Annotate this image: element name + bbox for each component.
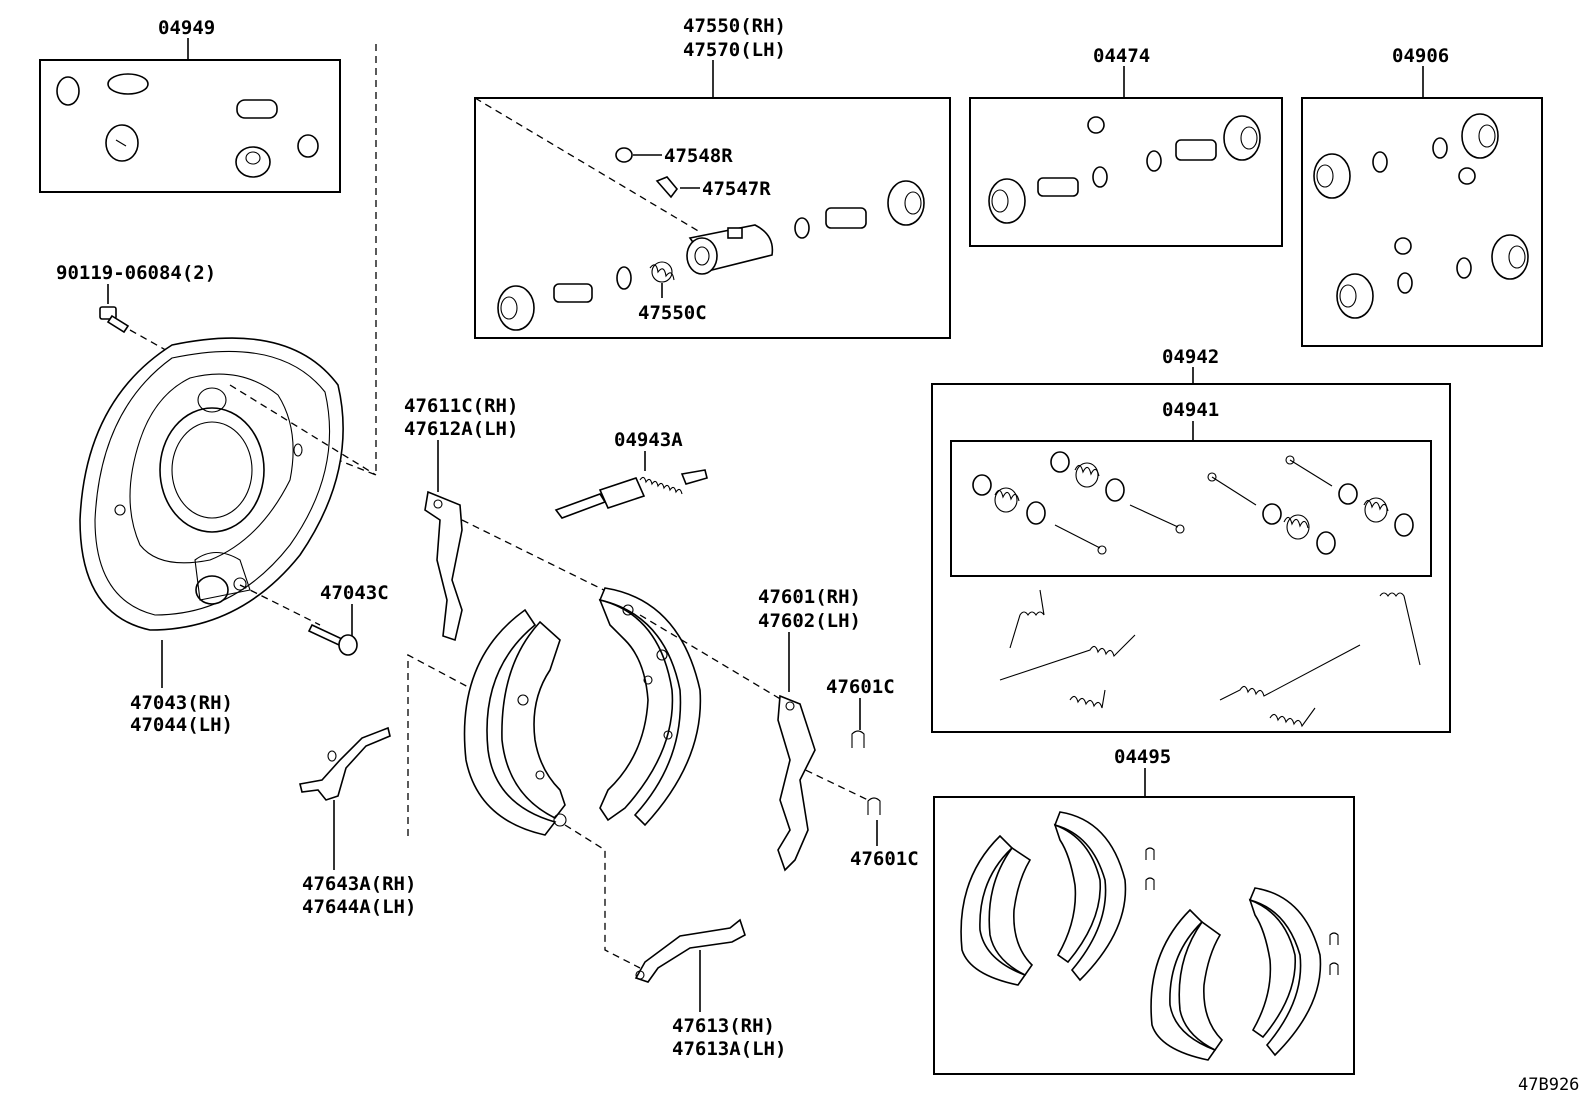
label-04942[interactable]: 04942 [1162, 346, 1219, 368]
label-47601C-top[interactable]: 47601C [826, 676, 895, 698]
label-47612A[interactable]: 47612A(LH) [404, 418, 518, 440]
label-47043C[interactable]: 47043C [320, 582, 389, 604]
group-lever-47613: 47613(RH) 47613A(LH) [634, 918, 786, 1060]
label-04949[interactable]: 04949 [158, 17, 215, 39]
label-47644A[interactable]: 47644A(LH) [302, 896, 416, 918]
part-plug-cap [56, 73, 319, 178]
shoe-kit-upper [960, 811, 1155, 986]
return-springs [999, 589, 1421, 728]
group-04495: 04495 [933, 746, 1355, 1075]
group-wheel-cylinder: 47550(RH) 47570(LH) 47548R 47547R 47550 [474, 15, 951, 339]
parking-lever [424, 490, 463, 642]
label-47643A[interactable]: 47643A(RH) [302, 873, 416, 895]
group-strut-47643A: 47643A(RH) 47644A(LH) [299, 653, 471, 918]
label-47601C-bottom[interactable]: 47601C [850, 848, 919, 870]
label-90119[interactable]: 90119-06084(2) [56, 262, 216, 284]
adjuster-assembly [554, 469, 708, 519]
group-parking-lever: 47611C(RH) 47612A(LH) [404, 395, 621, 642]
hold-down-kit [972, 451, 1414, 555]
label-47613A[interactable]: 47613A(LH) [672, 1038, 786, 1060]
brake-shoe-left [463, 608, 567, 836]
bleeder-screw [655, 176, 679, 199]
backing-plate [79, 337, 344, 631]
label-04943A[interactable]: 04943A [614, 429, 683, 451]
label-47043[interactable]: 47043(RH) [130, 692, 233, 714]
label-47044[interactable]: 47044(LH) [130, 714, 233, 736]
label-04906[interactable]: 04906 [1392, 45, 1449, 67]
spring-47550C [649, 261, 675, 283]
brake-shoe-right [598, 587, 702, 827]
lever-47601 [777, 694, 816, 872]
label-04495[interactable]: 04495 [1114, 746, 1171, 768]
box-47550 [474, 97, 951, 339]
box-04949 [39, 59, 341, 193]
shoe-kit-lower [1150, 887, 1339, 1061]
group-04474: 04474 [969, 45, 1283, 247]
group-04949: 04949 [39, 17, 341, 193]
group-04942: 04942 04941 [931, 346, 1451, 733]
label-47613[interactable]: 47613(RH) [672, 1015, 775, 1037]
group-04906: 04906 [1301, 45, 1543, 347]
label-47547R[interactable]: 47547R [702, 178, 771, 200]
label-47548R[interactable]: 47548R [664, 145, 733, 167]
label-47611C[interactable]: 47611C(RH) [404, 395, 518, 417]
box-04941 [950, 440, 1432, 577]
guide-dashed-04949 [337, 44, 377, 476]
lever-47613 [634, 918, 746, 983]
group-adjuster: 04943A [554, 429, 708, 519]
label-47570[interactable]: 47570(LH) [683, 39, 786, 61]
box-04495 [933, 796, 1355, 1075]
label-47602[interactable]: 47602(LH) [758, 610, 861, 632]
label-04941[interactable]: 04941 [1162, 399, 1219, 421]
bolt-90119 [99, 306, 130, 334]
box-04942 [931, 383, 1451, 733]
group-lever-47601: 47601(RH) 47602(LH) 47601C 47601C [758, 586, 919, 872]
label-47550[interactable]: 47550(RH) [683, 15, 786, 37]
clip-47601C-bottom [867, 797, 881, 815]
diagram-id-code: 47B926 [1518, 1075, 1579, 1095]
strut-bar [299, 726, 391, 801]
group-brake-shoes-center [463, 587, 869, 969]
label-47601[interactable]: 47601(RH) [758, 586, 861, 608]
box-04474 [969, 97, 1283, 247]
bolt-47043C [307, 623, 358, 656]
label-47550C[interactable]: 47550C [638, 302, 707, 324]
group-backing-plate: 90119-06084(2) 47043(RH) 47044(LH) 47043… [56, 262, 389, 736]
bleeder-cap [615, 147, 633, 163]
label-04474[interactable]: 04474 [1093, 45, 1150, 67]
clip-47601C-top [851, 730, 865, 748]
cylinder-body [686, 224, 774, 275]
box-04906 [1301, 97, 1543, 347]
